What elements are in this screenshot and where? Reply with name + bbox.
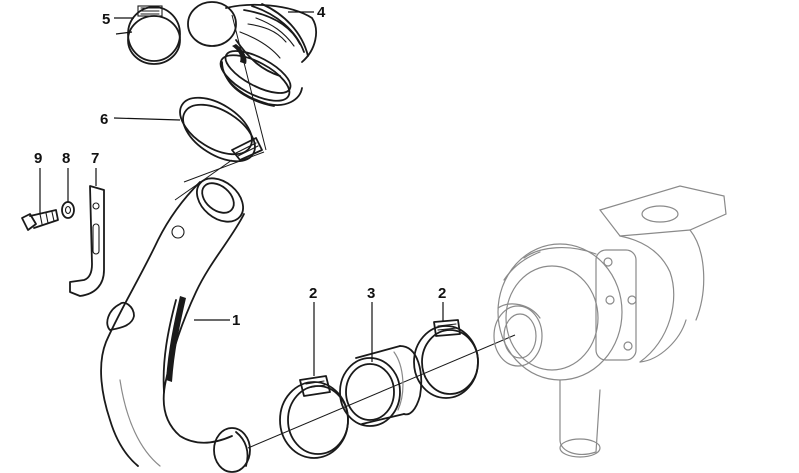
washer-part-8 bbox=[61, 201, 75, 219]
callout-7: 7 bbox=[91, 150, 99, 167]
hose-clamp-part-2-left bbox=[279, 375, 349, 459]
callout-9: 9 bbox=[34, 150, 42, 167]
callout-2-left: 2 bbox=[309, 285, 317, 302]
hose-clamp-part-2-right bbox=[413, 319, 479, 399]
callout-1: 1 bbox=[232, 312, 240, 329]
callout-8: 8 bbox=[62, 150, 70, 167]
intake-pipe-part-1 bbox=[100, 177, 251, 473]
intake-boot-part-4 bbox=[187, 1, 317, 107]
callout-labels: 5 4 6 9 8 7 1 2 3 2 bbox=[34, 4, 446, 329]
turbocharger bbox=[493, 185, 727, 458]
coupling-sleeve-part-3 bbox=[339, 345, 423, 427]
callout-6: 6 bbox=[100, 111, 108, 128]
hose-clamp-part-5 bbox=[127, 5, 181, 65]
bolt-part-9 bbox=[21, 209, 59, 231]
callout-4: 4 bbox=[317, 4, 326, 21]
bracket-part-7 bbox=[69, 185, 105, 297]
hose-clamp-part-6 bbox=[179, 96, 263, 163]
callout-3: 3 bbox=[367, 285, 375, 302]
callout-5: 5 bbox=[102, 11, 110, 28]
assembly-centerlines bbox=[174, 14, 516, 449]
leader-lines bbox=[39, 11, 444, 376]
callout-2-right: 2 bbox=[438, 285, 446, 302]
